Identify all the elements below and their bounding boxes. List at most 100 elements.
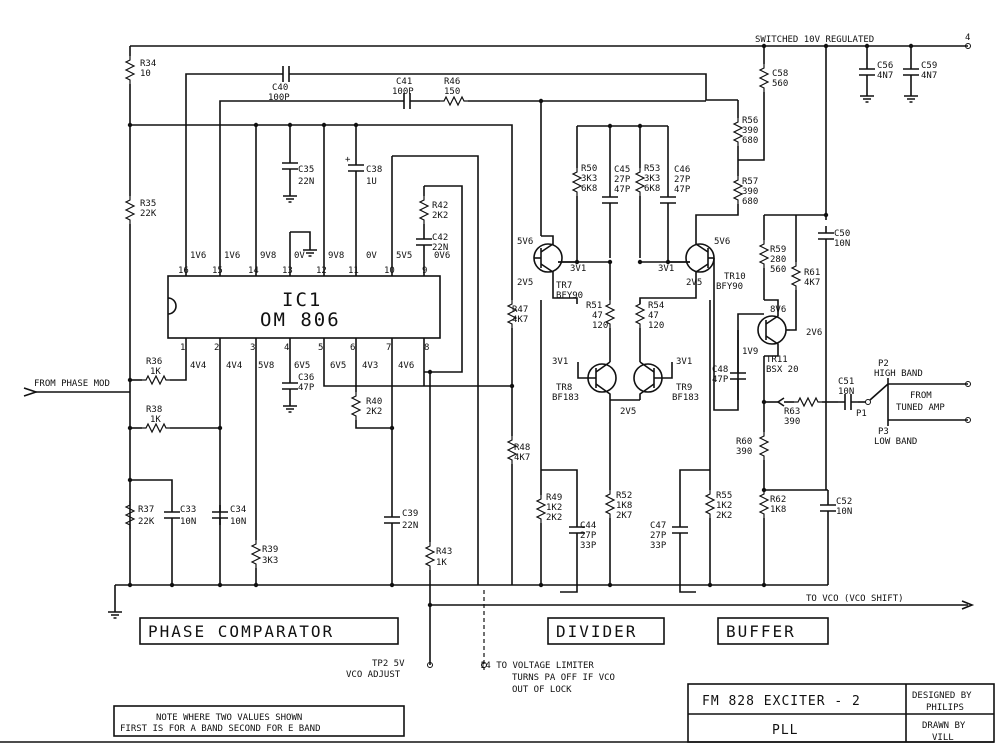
- transistor-TR7: 5V6 2V5 3V1 TR7 BFY90: [517, 235, 586, 301]
- resistor-R52: R52 1K8 2K7: [605, 489, 632, 585]
- ic-om806: IC1 OM 806: [167, 275, 441, 339]
- schematic-label: 390: [736, 447, 752, 457]
- schematic-label: 1U: [366, 177, 377, 187]
- schematic-label: 2K2: [716, 511, 732, 521]
- schematic-label: 0V: [366, 251, 377, 261]
- ground-rail: [107, 584, 828, 619]
- schematic-label: 6K8: [644, 184, 660, 194]
- schematic-label: 5V8: [258, 361, 274, 371]
- schematic-label: C51: [838, 377, 854, 387]
- schematic-label: 1K: [436, 558, 447, 568]
- schematic-label: 16: [178, 266, 189, 276]
- schematic-label: C50: [834, 229, 850, 239]
- schematic-label: 2: [214, 343, 219, 353]
- schematic-label: R42: [432, 201, 448, 211]
- schematic-label: 4V6: [398, 361, 414, 371]
- schematic-label: BF183: [552, 393, 579, 403]
- resistor-R39: R39 3K3: [251, 539, 278, 585]
- schematic-label: DIVIDER: [556, 622, 637, 641]
- pin-11: 11 0V: [348, 210, 377, 276]
- cap-C38: + C38 1U: [345, 125, 382, 210]
- schematic-label: LOW BAND: [874, 437, 917, 447]
- band-switch: P1 P2 HIGH BAND P3 LOW BAND FROM TUNED A…: [856, 359, 971, 447]
- schematic-label: DRAWN BY: [922, 721, 966, 731]
- resistor-R57: R57 390 680: [710, 175, 758, 216]
- schematic-label: 4N7: [877, 71, 893, 81]
- schematic-label: NOTE WHERE TWO VALUES SHOWN: [156, 713, 302, 723]
- schematic-label: C46: [674, 165, 690, 175]
- schematic-label: TURNS PA OFF IF VCO: [512, 673, 615, 683]
- cap-C41: C41 100P: [219, 77, 418, 262]
- schematic-label: 2V5: [620, 407, 636, 417]
- schematic-label: 1K8: [616, 501, 632, 511]
- transistor-TR8: 3V1 TR8 BF183: [552, 357, 617, 403]
- schematic-label: 4K7: [804, 278, 820, 288]
- supply-terminal: 4: [965, 33, 970, 43]
- cap-C40: C40 100P: [185, 65, 738, 262]
- schematic-label: C59: [921, 61, 937, 71]
- schematic-label: 22N: [402, 521, 418, 531]
- schematic-label: TR11: [766, 355, 788, 365]
- schematic-label: TO VCO (VCO SHIFT): [806, 594, 904, 604]
- cap-C48: C48 47P: [712, 330, 747, 400]
- schematic-label: R55: [716, 491, 732, 501]
- schematic-label: BFY90: [716, 282, 743, 292]
- schematic-label: 120: [648, 321, 664, 331]
- resistor-R59: R59 280 560: [759, 215, 786, 300]
- schematic-label: 47: [648, 311, 659, 321]
- schematic-label: 280: [770, 255, 786, 265]
- schematic-label: 27P: [674, 175, 691, 185]
- cap-C45: C45 27P 47P: [601, 165, 631, 258]
- resistor-R56: R56 390 680: [733, 100, 758, 176]
- schematic-label: C56: [877, 61, 893, 71]
- schematic-label: R50: [581, 164, 597, 174]
- schematic-label: R40: [366, 397, 382, 407]
- schematic-label: 47P: [614, 185, 631, 195]
- schematic-label: C39: [402, 509, 418, 519]
- schematic-label: 1K: [150, 367, 161, 377]
- schematic-label: R48: [514, 443, 530, 453]
- schematic-label: 4V3: [362, 361, 378, 371]
- cap-C39: C39 22N: [383, 509, 418, 585]
- schematic-label: 9V8: [260, 251, 276, 261]
- schematic-label: 390: [742, 126, 758, 136]
- cap-C51: C51 10N: [837, 377, 866, 411]
- schematic-label: 13: [282, 266, 293, 276]
- schematic-label: 1K: [150, 415, 161, 425]
- schematic-label: R63: [784, 407, 800, 417]
- schematic-label: C34: [230, 505, 246, 515]
- schematic-label: 22K: [138, 517, 155, 527]
- schematic-label: 10N: [838, 387, 854, 397]
- cap-C33: C33 10N: [130, 479, 196, 585]
- schematic-label: R59: [770, 245, 786, 255]
- transistor-TR11: 8V6 1V9 2V6 TR11 BSX 20: [742, 299, 822, 375]
- schematic-label: R57: [742, 177, 758, 187]
- schematic-label: 0V6: [434, 251, 450, 261]
- schematic-label: 2K2: [432, 211, 448, 221]
- schematic-label: R61: [804, 268, 820, 278]
- resistor-R61: R61 4K7: [790, 215, 820, 331]
- schematic-label: VCO ADJUST: [346, 670, 401, 680]
- schematic-label: R56: [742, 116, 758, 126]
- schematic-label: C47: [650, 521, 666, 531]
- schematic-label: PHILIPS: [926, 703, 964, 713]
- schematic-label: R62: [770, 495, 786, 505]
- schematic-label: 2V5: [517, 278, 533, 288]
- schematic-label: 4N7: [921, 71, 937, 81]
- schematic-label: FROM: [910, 391, 932, 401]
- schematic-label: C41: [396, 77, 412, 87]
- pin-8: 8: [423, 338, 429, 386]
- output-to-vco: TO VCO (VCO SHIFT): [430, 594, 975, 610]
- schematic-label: 11: [348, 266, 359, 276]
- schematic-label: R60: [736, 437, 752, 447]
- resistor-R34: R34 10: [125, 46, 156, 196]
- schematic-label: 47: [592, 311, 603, 321]
- resistor-R38: R38 1K: [130, 405, 220, 433]
- schematic-label: 10N: [836, 507, 852, 517]
- transistor-TR9: 3V1 TR9 BF183: [633, 357, 699, 403]
